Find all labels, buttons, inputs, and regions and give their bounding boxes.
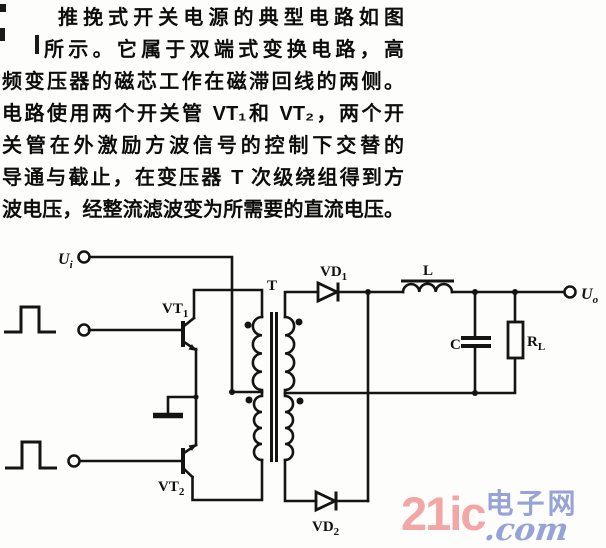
inductor-symbol [401, 282, 454, 294]
base-drive-terminal-2 [67, 454, 81, 468]
label-ui: Ui [58, 251, 74, 271]
label-vt2: VT2 [158, 479, 185, 498]
paragraph-line: 推挽式开关电源的典型电路如图 [58, 7, 404, 29]
label-rl: RL [527, 334, 545, 353]
secondary-top-to-vd1-wire [283, 290, 320, 319]
paragraph-line: 波电压，经整流滤波变为所需要的直流电压。 [2, 199, 404, 221]
phase-dot [245, 396, 253, 404]
phase-dot [295, 318, 303, 326]
label-uo: Uo [581, 286, 599, 306]
vt2-emitter-arrow [188, 444, 197, 451]
description-paragraph: 推挽式开关电源的典型电路如图 所示。它属于双端式变换电路，高 频变压器的磁芯工作… [2, 2, 404, 226]
transformer-secondary-winding [283, 315, 296, 462]
vt2-collector-to-primary-bottom [191, 458, 264, 502]
square-pulse-waveform-top [4, 305, 56, 334]
phase-dot [244, 321, 252, 329]
paragraph-line: 关管在外激励方波信号的控制下交替的 [2, 135, 404, 157]
vt2-collector-diagonal [182, 467, 195, 479]
vt1-collector-to-primary-top [192, 288, 264, 320]
output-return-rail [283, 356, 517, 395]
square-pulse-waveform-bottom [5, 440, 57, 470]
paragraph-line: 导通与截止，在变压器 T 次级绕组得到方 [2, 167, 404, 189]
junction-dot [472, 289, 478, 295]
vt1-collector-diagonal [182, 316, 196, 328]
watermark-site-name: 电子网 [485, 488, 579, 519]
watermark-brand-text: 21ic [401, 487, 486, 540]
junction-dot [193, 394, 199, 400]
transformer-primary-winding [251, 315, 264, 462]
label-vd2: VD2 [312, 519, 340, 538]
ground-wire [166, 395, 198, 415]
junction-dot [229, 389, 235, 395]
input-terminal-ui [77, 250, 91, 264]
label-capacitor: C [450, 337, 461, 353]
junction-dot [472, 390, 478, 396]
diode-vd1-symbol [316, 280, 341, 304]
label-vt1: VT1 [162, 301, 188, 320]
diode-vd2-symbol [314, 489, 339, 513]
label-transformer: T [267, 278, 277, 294]
scan-artifact [0, 28, 5, 41]
junction-dot [512, 289, 518, 295]
input-supply-wire [87, 255, 234, 394]
paragraph-line: 频变压器的磁芯工作在磁滞回线的两侧。 [2, 71, 404, 93]
paragraph-line: 电路使用两个开关管 VT₁和 VT₂，两个开 [2, 103, 404, 125]
paragraph-line: 所示。它属于双端式变换电路，高 [44, 39, 404, 61]
secondary-bottom-to-vd2-wire [283, 458, 318, 503]
watermark-logo: 21ic 电子网 .com [401, 487, 579, 548]
label-vd1: VD1 [320, 264, 347, 283]
watermark-domain-suffix: .com [482, 512, 572, 548]
phase-dot [296, 397, 304, 405]
scan-artifact [35, 35, 39, 54]
label-inductor: L [423, 263, 433, 279]
scan-artifact [0, 4, 6, 12]
output-terminal-uo [563, 285, 577, 299]
resistor-rl-symbol [506, 320, 525, 360]
